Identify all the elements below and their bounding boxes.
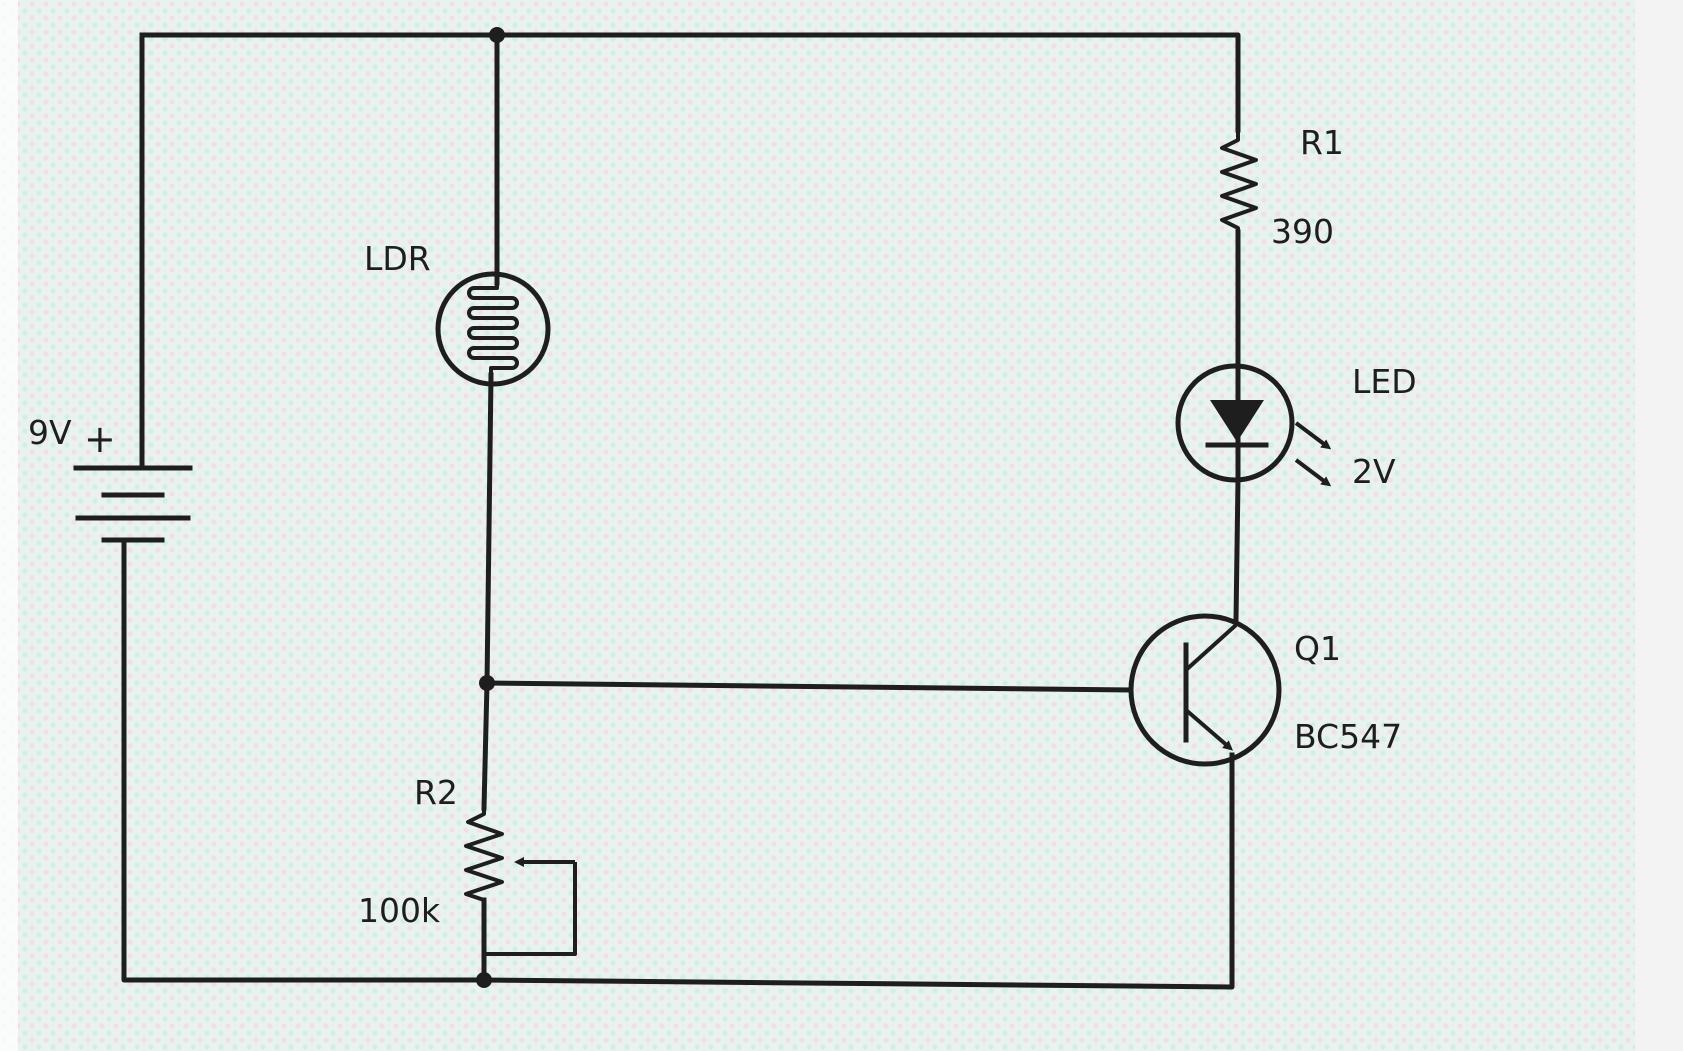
led-value-label: 2V xyxy=(1352,452,1396,491)
ldr-label: LDR xyxy=(364,239,431,278)
led-collector-wire xyxy=(1233,477,1241,623)
light-arrow-lower xyxy=(1294,458,1332,487)
r2-potentiometer-symbol xyxy=(464,808,577,956)
junction-dot-bottom xyxy=(476,972,492,988)
right-edge-glare xyxy=(1635,0,1683,1051)
battery-symbol xyxy=(73,465,193,543)
led-name-label: LED xyxy=(1352,362,1417,401)
q1-name-label: Q1 xyxy=(1294,629,1341,668)
transistor-q1-symbol xyxy=(1128,613,1282,767)
top-wire xyxy=(139,32,1241,133)
ldr-bottom-wire xyxy=(484,372,494,686)
battery-voltage-label: 9V xyxy=(28,413,72,452)
junction-dot-top xyxy=(489,27,505,43)
r2-value-label: 100k xyxy=(358,891,441,930)
r2-name-label: R2 xyxy=(414,773,458,812)
junction-dot-base xyxy=(479,675,495,691)
ldr-symbol xyxy=(435,271,551,387)
led-symbol xyxy=(1175,362,1332,487)
r2-top-wire xyxy=(481,680,490,811)
r1-value-label: 390 xyxy=(1271,212,1334,251)
light-arrow-upper xyxy=(1294,421,1332,450)
r1-resistor-symbol xyxy=(1220,130,1258,232)
r1-name-label: R1 xyxy=(1300,123,1344,162)
battery-plus-label: + xyxy=(84,417,116,461)
base-wire xyxy=(484,680,1133,693)
q1-part-label: BC547 xyxy=(1294,717,1402,756)
left-edge-glare xyxy=(0,0,18,1051)
